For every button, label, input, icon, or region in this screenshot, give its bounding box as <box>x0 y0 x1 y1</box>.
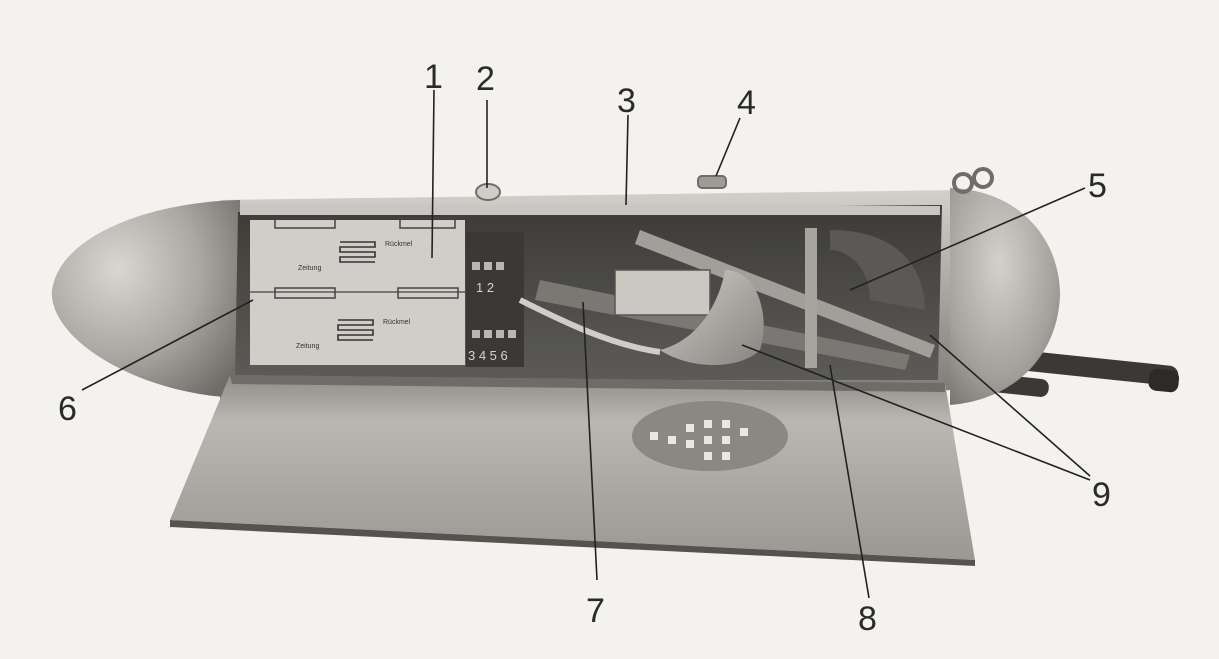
leader-8 <box>829 364 870 599</box>
panel-label-lower-left: Zeitung <box>296 343 319 350</box>
leader-9a <box>929 334 1091 477</box>
callout-8: 8 <box>858 600 877 638</box>
leader-4 <box>715 117 741 177</box>
leader-1 <box>431 89 435 259</box>
callout-3: 3 <box>617 82 636 120</box>
panel-label-upper-left: Zeitung <box>298 265 321 272</box>
lower-door <box>170 375 975 566</box>
panel-label-upper-right: Rückmel <box>385 241 413 248</box>
counter-digits-top: 1 2 <box>476 280 494 295</box>
leader-lines <box>81 89 1091 599</box>
counter-strip: 1 2 3 4 5 6 <box>466 232 524 367</box>
leader-5 <box>849 187 1086 291</box>
panel-label-lower-right: Rückmel <box>383 319 411 326</box>
leader-9b <box>741 344 1091 481</box>
gun-mechanism <box>518 228 935 370</box>
leader-6 <box>81 299 254 391</box>
control-panel: Zeitung Rückmel Zeitung Rückmel <box>250 217 465 365</box>
callout-numbers: 1 2 3 4 5 6 7 8 9 <box>58 58 1111 638</box>
callout-2: 2 <box>476 60 495 98</box>
callout-9: 9 <box>1092 476 1111 514</box>
callout-1: 1 <box>424 58 443 96</box>
counter-digits-bottom: 3 4 5 6 <box>468 348 508 363</box>
callout-4: 4 <box>737 84 756 122</box>
callout-5: 5 <box>1088 167 1107 205</box>
callout-7: 7 <box>586 592 605 630</box>
callout-6: 6 <box>58 390 77 428</box>
leader-3 <box>625 114 629 206</box>
leader-7 <box>582 301 598 581</box>
